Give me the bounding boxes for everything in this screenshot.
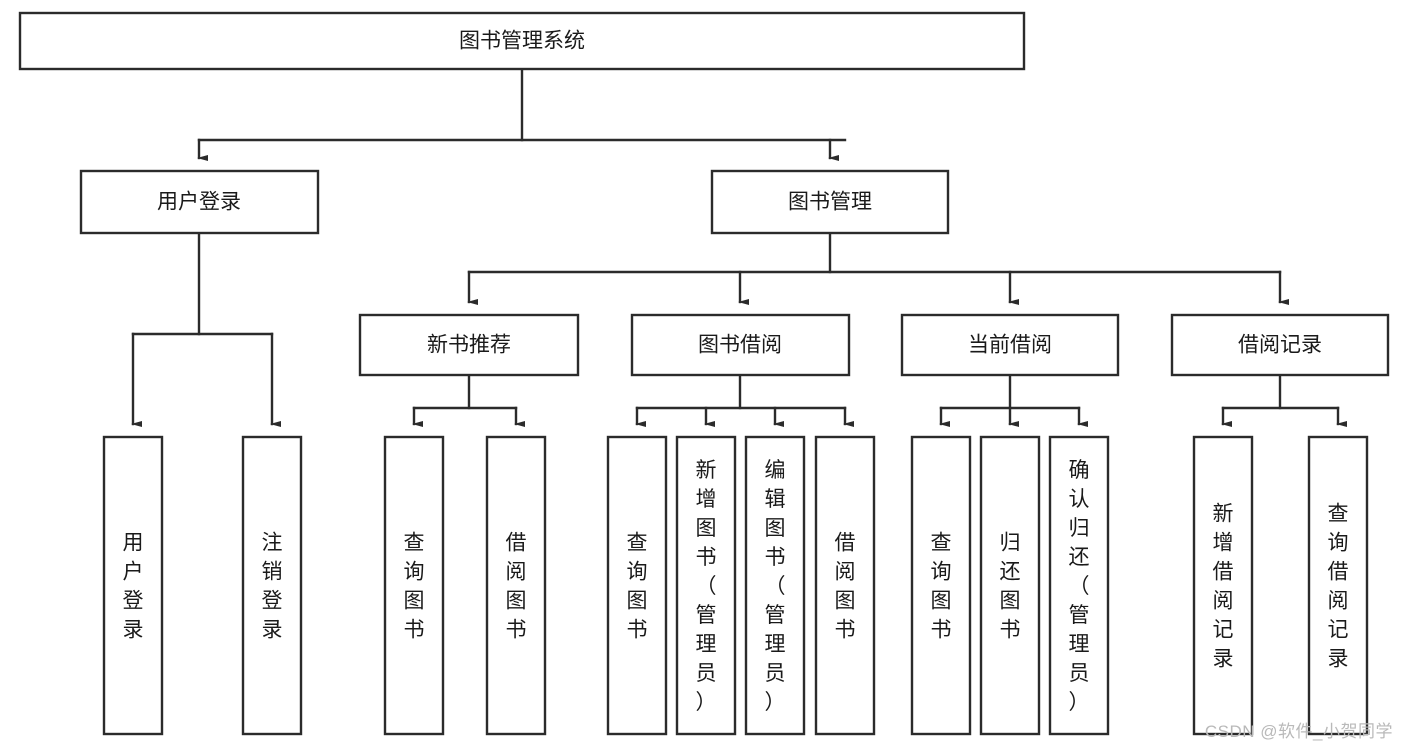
leaf-query-book-1[interactable]: 查询图书: [383, 435, 445, 736]
node-new-book-recommend-label: 新书推荐: [427, 334, 511, 357]
leaf-borrow-book-1[interactable]: 借阅图书: [485, 435, 547, 736]
node-current-borrow-box: [900, 313, 1120, 377]
leaf-query-book-3-label: 查询图书: [931, 532, 952, 642]
edges-book-borrow-to-leaves: [635, 373, 854, 427]
leaf-query-record-box: [1307, 435, 1369, 736]
leaf-logout-login[interactable]: 注销登录: [241, 435, 303, 736]
node-root-book-management-system[interactable]: 图书管理系统: [18, 11, 1026, 71]
leaf-logout-login-box: [241, 435, 303, 736]
node-user-login-box: [79, 169, 320, 235]
leaf-query-book-2-label: 查询图书: [627, 532, 648, 642]
node-current-borrow-label: 当前借阅: [968, 334, 1052, 357]
leaf-confirm-return[interactable]: 确认归还（管理员）: [1048, 435, 1110, 736]
leaf-add-record-label: 新增借阅记录: [1213, 503, 1234, 671]
edges-root-to-level2: [197, 67, 847, 161]
leaf-query-record-label: 查询借阅记录: [1328, 503, 1349, 671]
leaf-query-book-3[interactable]: 查询图书: [910, 435, 972, 736]
leaf-borrow-book-2-label: 借阅图书: [835, 532, 856, 642]
leaf-add-book[interactable]: 新增图书（管理员）: [675, 435, 737, 736]
leaf-confirm-return-label: 确认归还（管理员）: [1069, 459, 1090, 714]
edges-new-book-recommend-to-leaves: [412, 373, 525, 427]
edges-book-manage-to-level3: [467, 231, 1289, 305]
leaf-borrow-book-2[interactable]: 借阅图书: [814, 435, 876, 736]
node-new-book-recommend-box: [358, 313, 580, 377]
node-user-login[interactable]: 用户登录: [79, 169, 320, 235]
edges-current-borrow-to-leaves: [939, 373, 1088, 427]
node-borrow-record-label: 借阅记录: [1238, 334, 1322, 357]
node-book-borrow-box: [630, 313, 851, 377]
edges-user-login-to-leaves: [131, 231, 281, 427]
node-user-login-label: 用户登录: [157, 191, 241, 214]
leaf-query-book-3-box: [910, 435, 972, 736]
leaf-query-book-2[interactable]: 查询图书: [606, 435, 668, 736]
node-book-manage-box: [710, 169, 950, 235]
leaf-borrow-book-2-box: [814, 435, 876, 736]
leaf-user-login-box: [102, 435, 164, 736]
leaf-add-record[interactable]: 新增借阅记录: [1192, 435, 1254, 736]
leaf-edit-book-box: [744, 435, 806, 736]
node-root-label: 图书管理系统: [459, 30, 585, 53]
leaf-return-book-box: [979, 435, 1041, 736]
leaf-add-record-box: [1192, 435, 1254, 736]
leaf-user-login-label: 用户登录: [123, 532, 144, 642]
node-borrow-record[interactable]: 借阅记录: [1170, 313, 1390, 377]
leaf-query-book-1-box: [383, 435, 445, 736]
node-current-borrow[interactable]: 当前借阅: [900, 313, 1120, 377]
node-book-borrow[interactable]: 图书借阅: [630, 313, 851, 377]
node-book-manage-label: 图书管理: [788, 191, 872, 214]
leaf-return-book-label: 归还图书: [1000, 532, 1021, 642]
leaf-confirm-return-box: [1048, 435, 1110, 736]
edges-borrow-record-to-leaves: [1221, 373, 1347, 427]
leaf-borrow-book-1-box: [485, 435, 547, 736]
node-borrow-record-box: [1170, 313, 1390, 377]
node-book-manage[interactable]: 图书管理: [710, 169, 950, 235]
csdn-watermark: CSDN @软件_小贺同学: [1204, 722, 1393, 741]
leaf-add-book-label: 新增图书（管理员）: [696, 459, 717, 714]
leaf-return-book[interactable]: 归还图书: [979, 435, 1041, 736]
leaf-borrow-book-1-label: 借阅图书: [506, 532, 527, 642]
node-new-book-recommend[interactable]: 新书推荐: [358, 313, 580, 377]
leaf-query-record[interactable]: 查询借阅记录: [1307, 435, 1369, 736]
leaf-user-login[interactable]: 用户登录: [102, 435, 164, 736]
leaf-logout-login-label: 注销登录: [262, 532, 283, 642]
leaf-edit-book[interactable]: 编辑图书（管理员）: [744, 435, 806, 736]
leaf-add-book-box: [675, 435, 737, 736]
node-book-borrow-label: 图书借阅: [698, 334, 782, 357]
leaf-edit-book-label: 编辑图书（管理员）: [765, 459, 786, 714]
node-root-box: [18, 11, 1026, 71]
leaf-query-book-2-box: [606, 435, 668, 736]
leaf-query-book-1-label: 查询图书: [404, 532, 425, 642]
